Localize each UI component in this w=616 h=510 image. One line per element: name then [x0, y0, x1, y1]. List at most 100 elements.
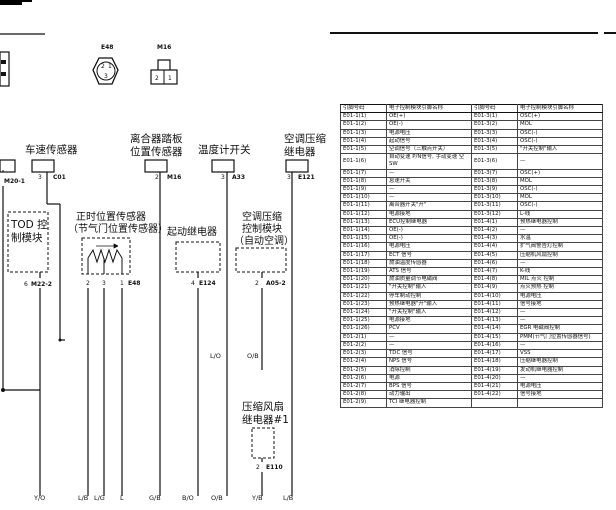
pin-table-cell: E01-2(6) [340, 373, 387, 383]
pin-table-cell: E01-3(2) [471, 120, 518, 130]
wire-color-bottom-4: L [120, 494, 124, 502]
pin-table-cell: E01-4(22) [471, 390, 518, 400]
pin-table-cell: ATS 信号 [386, 267, 472, 277]
pin-table-cell: — [517, 308, 603, 318]
pin-table-cell: E01-4(1) [471, 217, 518, 228]
pin-table-cell: E01-1(10) [340, 193, 387, 203]
header-bar-left-thin [22, 0, 32, 2]
pin-table-cell: OE(-) [386, 234, 472, 244]
pin-table-body: E01-1(1)OE(+)E01-3(1)OSC(+)E01-1(2)OE(-)… [340, 112, 603, 408]
fan-relay-label-1: 压缩风扇 [242, 400, 284, 413]
pin-table-cell: 电源电压 [386, 128, 472, 138]
pin-table-cell: E01-3(12) [471, 209, 518, 219]
pin-table-cell: E01-2(2) [340, 340, 387, 351]
pin-table-cell: 燃油质量调节电磁阀 [386, 275, 472, 285]
ac-relay-label-2: 继电器 [284, 145, 316, 158]
pin-table-cell: "开关控制"输入 [386, 283, 472, 293]
splice-dot-left [1, 388, 5, 392]
pin-table-cell: E01-1(1) [340, 112, 387, 122]
pin-table-cell: 信号接地 [517, 299, 603, 310]
pin-table-cell: E01-1(15) [340, 234, 387, 244]
pin-table-cell: EGR 电磁阀控制 [517, 324, 603, 334]
conn-m16-pin: 2 [155, 174, 159, 181]
component-frame-left: M20-1 [0, 159, 25, 185]
wire-color-bottom-1: Y/O [33, 494, 45, 502]
pin-table-cell: ECU控制继电器 [386, 217, 472, 228]
pin-table-cell: E01-4(17) [471, 349, 518, 359]
pin-table-row: E01-1(1)OE(+)E01-3(1)OSC(+) [340, 112, 603, 122]
pin-table-cell [471, 398, 518, 408]
pin-table-cell: — [386, 193, 472, 203]
pin-table-cell: 电源接地 [386, 209, 472, 219]
pin-table-cell: E01-4(8) [471, 275, 518, 285]
pin-table-cell: 空调信号（三触点开关） [386, 145, 472, 155]
pin-table-cell: E01-1(6) [340, 153, 387, 170]
pin-table-cell: OSC(+) [517, 168, 603, 178]
pin-table-cell: K-线 [517, 267, 603, 277]
pin-table-cell: E01-3(10) [471, 193, 518, 203]
tps-pin-b: 3 [102, 280, 106, 287]
pin-table-cell: — [517, 153, 603, 170]
tps-label-2: （节气门位置传感器） [68, 222, 168, 235]
pin-table-cell: — [517, 226, 603, 236]
pin-table-cell: E01-2(9) [340, 398, 387, 408]
pin-table-cell: E01-1(16) [340, 242, 387, 252]
pin-table-cell: — [386, 340, 472, 351]
pin-table-cell: 电源 [386, 373, 472, 383]
pin-table-cell: E01-1(18) [340, 258, 387, 269]
pin-table-row: E01-1(2)OE(-)E01-3(2)MOL [340, 120, 603, 130]
pin-table-cell: E01-4(4) [471, 242, 518, 252]
conn-e121-label: E121 [298, 174, 315, 181]
pin-table-cell: VSS [517, 349, 603, 359]
pin-table: 引脚号码 电子控制模块引脚名称 引脚号码 电子控制模块引脚名称 E01-1(1)… [340, 103, 603, 408]
pin-table-cell: "开关控制"输入 [517, 145, 603, 155]
starter-relay-label: 起动继电器 [167, 225, 217, 238]
pin-table-cell: E01-4(19) [471, 365, 518, 375]
pin-table-row: E01-1(15)OE(-)E01-4(3)水温 [340, 234, 603, 244]
m16-pin-b: 1 [168, 75, 172, 82]
pin-table-header-cell: 电子控制模块引脚名称 [386, 103, 472, 114]
pin-table-cell: ECT 信号 [386, 250, 472, 260]
pin-table-cell: 信号接地 [517, 390, 603, 400]
pin-table-cell: E01-3(4) [471, 136, 518, 147]
pin-table-row: E01-1(14)OE(-)E01-4(2)— [340, 226, 603, 236]
wire-color-ob: O/B [247, 352, 259, 360]
pin-table-cell: — [517, 340, 603, 351]
wire-harness [2, 182, 293, 496]
pin-table-cell: MIL 点火 控制 [517, 275, 603, 285]
pin-table-cell: E01-1(20) [340, 275, 387, 285]
pin-table-row: E01-1(7)—E01-3(7)OSC(+) [340, 168, 603, 178]
pin-table-cell: E01-4(11) [471, 299, 518, 310]
e48-pin-b: 1 [108, 63, 112, 70]
pin-table-cell: 动力输出 [386, 390, 472, 400]
pin-table-cell: — [517, 258, 603, 269]
temp-switch-label: 温度计开关 [198, 143, 251, 156]
wire-color-bottom-2: L/B [78, 494, 88, 502]
pin-table-cell: PMM(节气门位置传感器信号) [517, 332, 603, 342]
pin-table-cell: 水温 [517, 234, 603, 244]
pin-table-cell: OE(-) [386, 120, 472, 130]
conn-m16-label: M16 [167, 174, 181, 181]
tps-pin-c: 1 [120, 280, 124, 287]
connector-e48-pinout: E48 2 1 3 [92, 44, 119, 85]
pin-table-cell: E01-1(19) [340, 267, 387, 277]
pin-table-cell: E01-4(9) [471, 283, 518, 293]
clutch-switch-label-1: 离合器踏板 [130, 132, 183, 145]
pin-table-cell: E01-4(6) [471, 258, 518, 269]
fan-relay-label-2: 继电器#1 [242, 413, 289, 426]
pin-table-cell: 自动变速 P/N信号, 手动变速 空SW [386, 153, 472, 170]
pin-table-cell: E01-1(17) [340, 250, 387, 260]
wire-color-bottom-9: L/B [283, 494, 293, 502]
pin-table-cell: 电源电压 [517, 381, 603, 392]
pin-table-cell: PCV [386, 324, 472, 334]
pin-table-cell: E01-1(24) [340, 308, 387, 318]
pin-table-cell: E01-2(8) [340, 390, 387, 400]
pin-table-cell: E01-3(7) [471, 168, 518, 178]
ac-module-label-1: 空调压缩 [242, 210, 282, 223]
